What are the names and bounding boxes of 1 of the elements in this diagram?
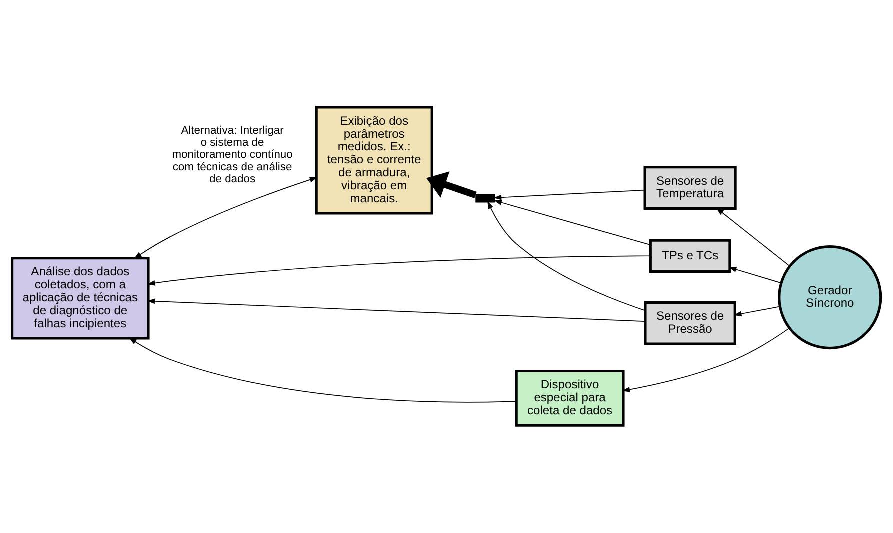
edge-label: Alternativa: Interligar o sistema de monitoramento contínuo com técnicas de análise de dados [172, 125, 293, 186]
